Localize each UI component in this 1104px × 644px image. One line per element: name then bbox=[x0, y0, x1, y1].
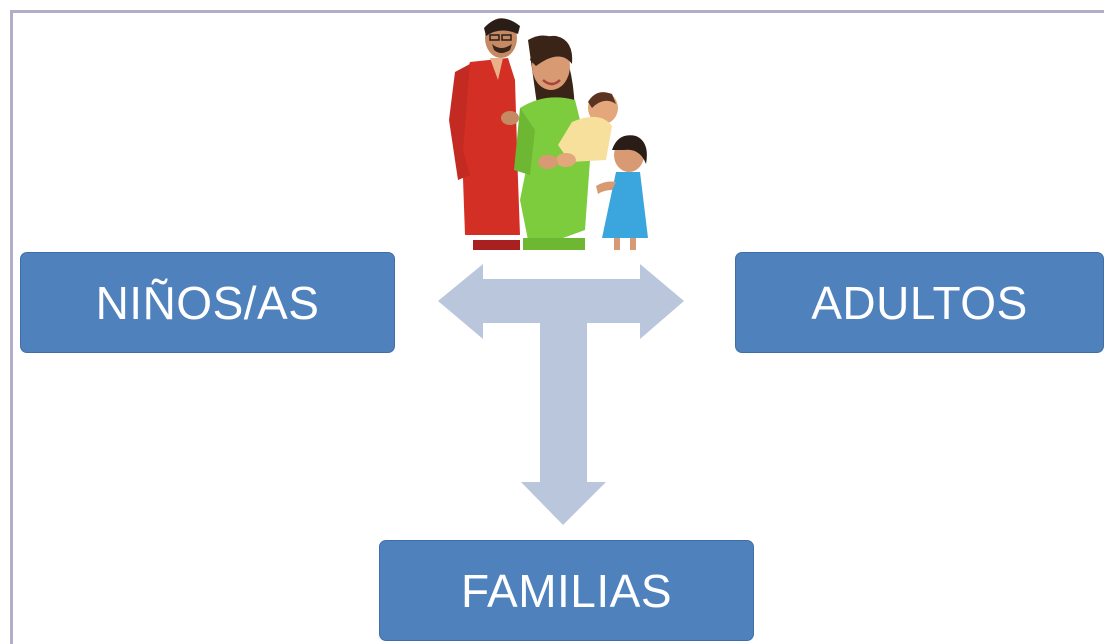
node-label: NIÑOS/AS bbox=[95, 276, 320, 329]
node-ninos-as: NIÑOS/AS bbox=[20, 252, 395, 353]
family-illustration bbox=[449, 18, 648, 250]
mother-figure bbox=[514, 35, 590, 250]
node-label: FAMILIAS bbox=[460, 564, 673, 617]
t-arrow-connector bbox=[438, 264, 684, 525]
arrow-down bbox=[521, 320, 606, 525]
baby-figure bbox=[538, 92, 618, 169]
girl-figure bbox=[596, 135, 648, 250]
node-adultos: ADULTOS bbox=[735, 252, 1104, 353]
father-figure bbox=[449, 18, 538, 250]
node-label: ADULTOS bbox=[811, 276, 1028, 329]
node-familias: FAMILIAS bbox=[379, 540, 754, 641]
double-arrow-horizontal bbox=[438, 264, 684, 339]
